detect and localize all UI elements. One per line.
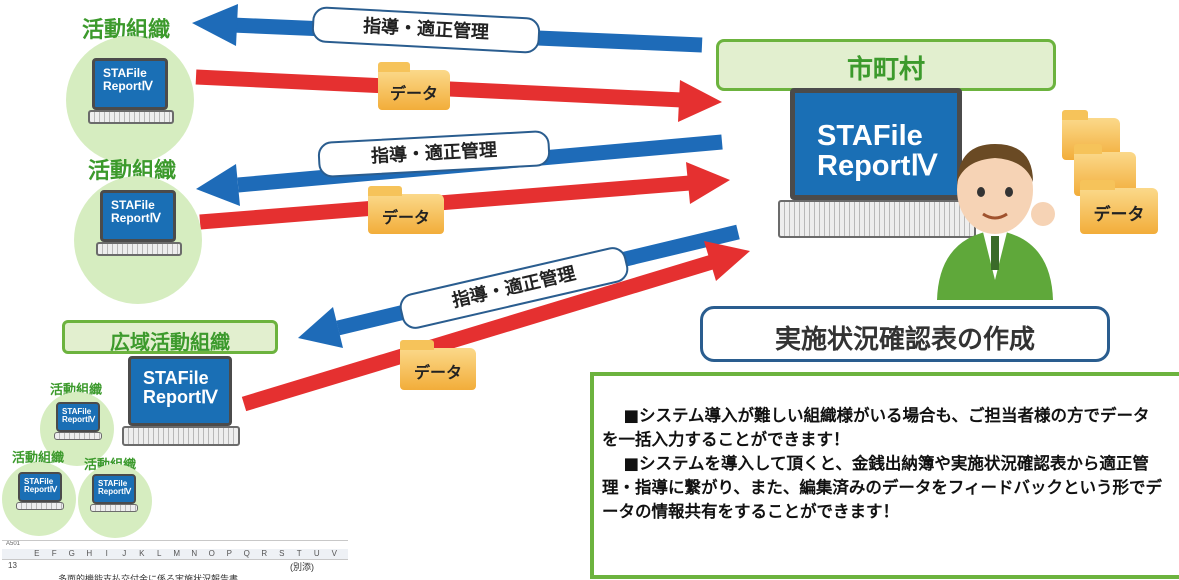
report-title: 実施状況確認表の作成 xyxy=(774,325,1035,355)
laptop-small-1: STAFile ReportⅣ xyxy=(54,402,102,444)
laptop-municipality: STAFile ReportⅣ xyxy=(778,88,976,248)
data-arrow-2 xyxy=(199,162,730,230)
small-org-label-2: 活動組織 xyxy=(12,451,65,466)
screen-line2: ReportⅣ xyxy=(817,150,938,183)
screen-line1: STAFile xyxy=(98,479,128,488)
data-arrow-3 xyxy=(241,241,750,412)
spreadsheet-row-number: 13 xyxy=(8,561,17,570)
wide-area-box: 広域活動組織 xyxy=(62,320,278,354)
wide-area-label: 広域活動組織 xyxy=(110,330,230,354)
spreadsheet-name-box: A501 xyxy=(6,541,21,547)
screen-line1: STAFile xyxy=(817,120,923,152)
laptop-org-top: STAFile ReportⅣ xyxy=(88,58,174,134)
spreadsheet-column-m: M xyxy=(173,549,181,558)
laptop-small-3: STAFile ReportⅣ xyxy=(90,474,138,516)
screen-line1: STAFile xyxy=(111,198,155,212)
folder-stack-3: データ xyxy=(1080,180,1158,234)
spreadsheet-column-k: K xyxy=(139,549,145,558)
screen-line2: ReportⅣ xyxy=(103,78,153,93)
screen-line1: STAFile xyxy=(103,66,147,80)
report-title-box: 実施状況確認表の作成 xyxy=(700,306,1110,362)
screen-line2: ReportⅣ xyxy=(143,386,218,407)
spreadsheet-column-header: E F G H I J K L M N O P Q R S T U V xyxy=(2,549,348,560)
info-paragraph-1: ■システム導入が難しい組織様がいる場合も、ご担当者様の方でデータを一括入力するこ… xyxy=(602,406,1150,449)
spreadsheet-column-n: N xyxy=(191,549,198,558)
screen-line1: STAFile xyxy=(24,477,54,486)
spreadsheet-column-s: S xyxy=(279,549,285,558)
data-folder-label: データ xyxy=(413,363,462,382)
spreadsheet-column-i: I xyxy=(105,549,108,558)
laptop-wide-area: STAFile ReportⅣ xyxy=(122,356,240,452)
spreadsheet-preview: A501 E F G H I J K L M N O P Q R S T U V 13 (別添) 多面的機能支払交… xyxy=(2,540,348,580)
spreadsheet-column-t: T xyxy=(296,549,302,558)
data-folder-1: データ xyxy=(378,62,450,110)
laptop-small-2: STAFile ReportⅣ xyxy=(16,472,64,514)
spreadsheet-column-f: F xyxy=(51,549,57,558)
spreadsheet-column-e: E xyxy=(34,549,40,558)
spreadsheet-column-h: H xyxy=(86,549,93,558)
spreadsheet-column-l: L xyxy=(157,549,162,558)
data-folder-2: データ xyxy=(368,186,444,234)
spreadsheet-column-q: Q xyxy=(243,549,250,558)
info-text: ■システム導入が難しい組織様がいる場合も、ご担当者様の方でデータを一括入力するこ… xyxy=(602,404,1162,524)
spreadsheet-note: (別添) xyxy=(290,562,314,572)
screen-line1: STAFile xyxy=(62,407,92,416)
spreadsheet-title: 多面的機能支払交付金に係る実施状況報告書 xyxy=(58,574,239,580)
spreadsheet-column-v: V xyxy=(331,549,337,558)
spreadsheet-column-j: J xyxy=(122,549,127,558)
laptop-org-middle: STAFile ReportⅣ xyxy=(96,190,182,266)
screen-line2: ReportⅣ xyxy=(62,415,96,425)
staff-person-illustration xyxy=(937,144,1055,300)
data-folder-label: データ xyxy=(389,84,438,103)
data-arrow-1 xyxy=(195,69,722,122)
screen-line2: ReportⅣ xyxy=(111,210,161,225)
screen-line2: ReportⅣ xyxy=(98,487,132,497)
spreadsheet-column-g: G xyxy=(68,549,75,558)
info-paragraph-2: ■システムを導入して頂くと、金銭出納簿や実施状況確認表から適正管理・指導に繋がり… xyxy=(602,454,1163,521)
screen-line1: STAFile xyxy=(143,368,209,388)
municipality-box: 市町村 xyxy=(716,39,1056,91)
municipality-label: 市町村 xyxy=(846,55,925,85)
info-box: ■システム導入が難しい組織様がいる場合も、ご担当者様の方でデータを一括入力するこ… xyxy=(590,372,1179,579)
folder-label: データ xyxy=(1093,205,1145,225)
data-folder-3: データ xyxy=(400,340,476,390)
data-folder-label: データ xyxy=(381,208,430,227)
spreadsheet-column-u: U xyxy=(313,549,320,558)
spreadsheet-column-p: P xyxy=(226,549,232,558)
screen-line2: ReportⅣ xyxy=(24,485,58,495)
spreadsheet-column-o: O xyxy=(208,549,215,558)
spreadsheet-column-r: R xyxy=(261,549,268,558)
